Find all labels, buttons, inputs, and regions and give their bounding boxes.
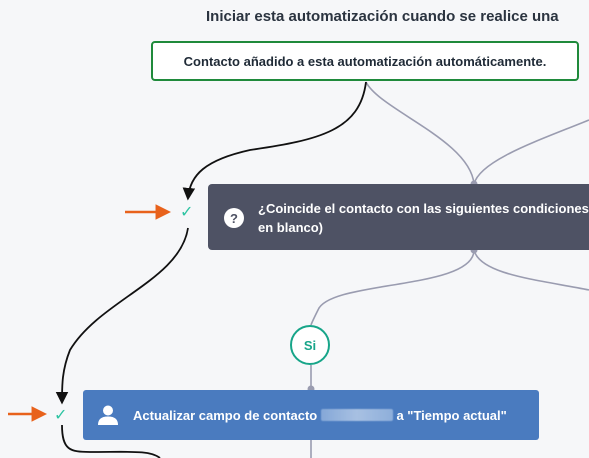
annotation-arrows: [8, 204, 172, 422]
action-label: Actualizar campo de contacto a "Tiempo a…: [133, 408, 507, 423]
redacted-field-name: [320, 409, 393, 421]
jump-connectors: [55, 81, 367, 458]
grey-connectors: [310, 81, 589, 458]
trigger-label: Contacto añadido a esta automatización a…: [183, 53, 547, 69]
condition-label-line1: ¿Coincide el contacto con las siguientes…: [258, 201, 589, 216]
check-icon: ✓: [180, 204, 194, 221]
action-node[interactable]: Actualizar campo de contacto a "Tiempo a…: [83, 390, 539, 440]
branch-yes-label: Si: [303, 337, 317, 353]
condition-label-line2: en blanco): [258, 220, 324, 235]
trigger-node[interactable]: Contacto añadido a esta automatización a…: [151, 41, 579, 81]
page-title: Iniciar esta automatización cuando se re…: [206, 8, 559, 25]
question-icon: ?: [224, 208, 244, 228]
action-label-after: a "Tiempo actual": [396, 408, 507, 423]
person-icon: [98, 405, 118, 425]
condition-node[interactable]: ? ¿Coincide el contacto con las siguient…: [208, 184, 589, 250]
branch-yes-node[interactable]: Si: [290, 325, 330, 365]
action-label-before: Actualizar campo de contacto: [133, 408, 318, 423]
check-icon: ✓: [54, 407, 68, 424]
